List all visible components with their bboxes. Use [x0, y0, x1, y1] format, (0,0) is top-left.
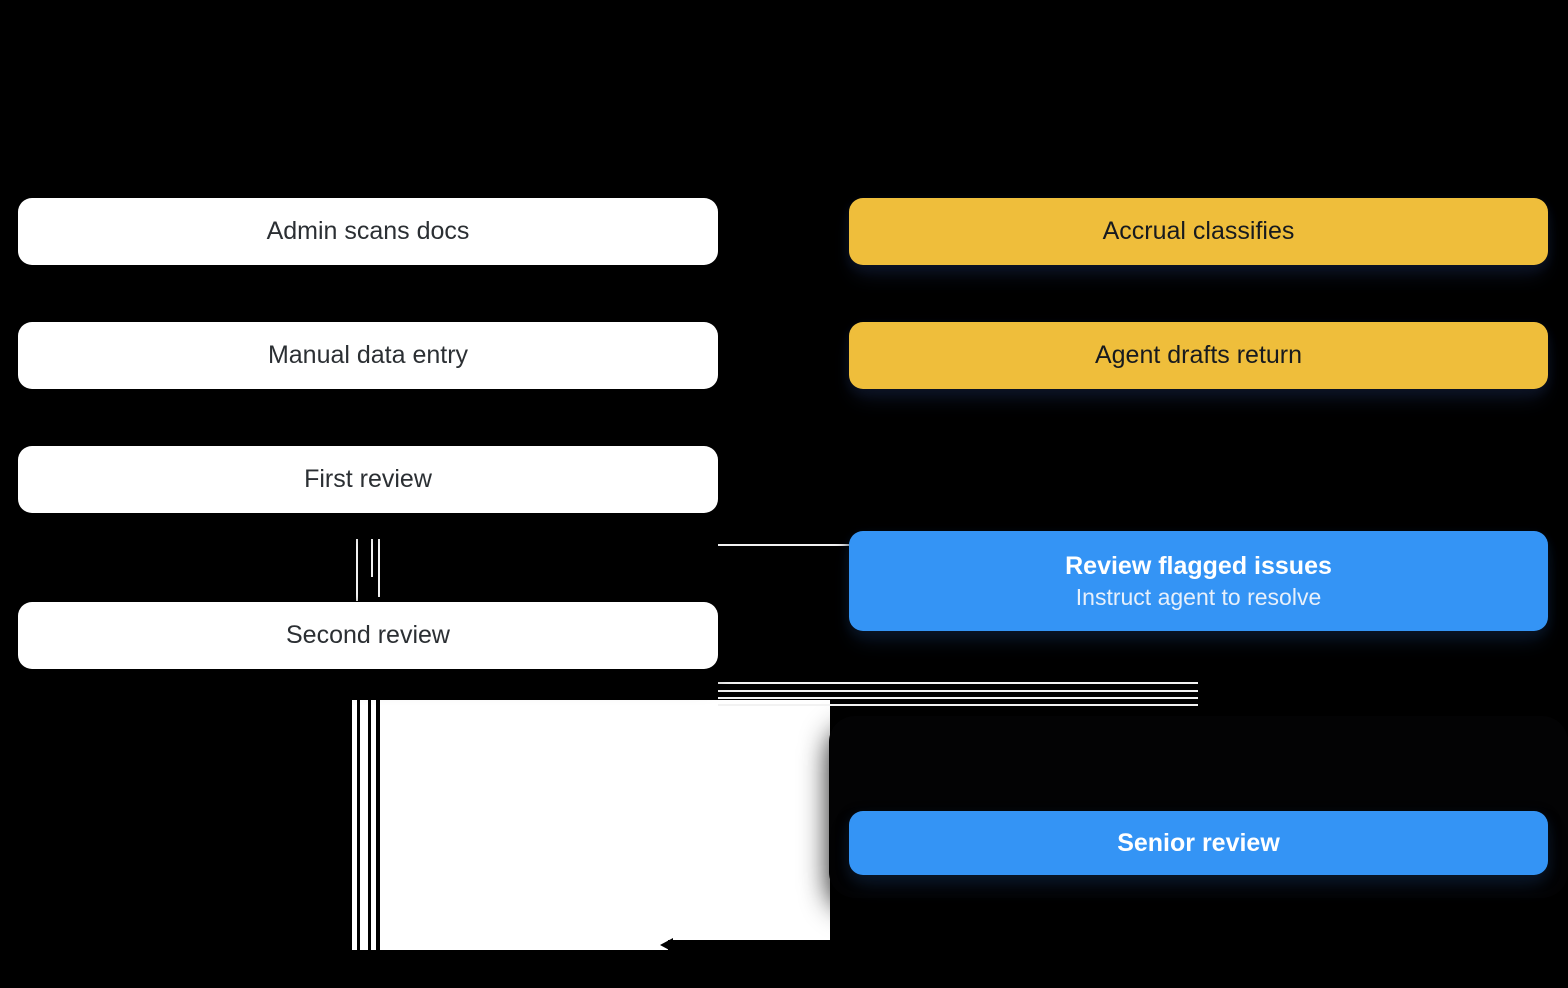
lower-left-white-field: [352, 700, 668, 950]
flow-node-agent-drafts-return[interactable]: Agent drafts return: [849, 322, 1548, 389]
flow-node-manual-data-entry[interactable]: Manual data entry: [18, 322, 718, 389]
connector-line-icon: [718, 682, 1198, 684]
flow-node-title: Senior review: [1117, 828, 1280, 857]
flow-node-accrual-classifies[interactable]: Accrual classifies: [849, 198, 1548, 265]
flow-node-review-flagged-issues[interactable]: Review flagged issues Instruct agent to …: [849, 531, 1548, 631]
connector-line-icon: [718, 697, 1198, 699]
flow-node-title: Review flagged issues: [1065, 551, 1332, 580]
connector-line-icon: [368, 950, 668, 954]
flow-node-title: Accrual classifies: [1102, 217, 1295, 246]
flow-node-title: Manual data entry: [267, 341, 469, 370]
flow-node-title: Agent drafts return: [1094, 341, 1303, 370]
connector-line-icon: [356, 539, 358, 601]
flow-node-second-review[interactable]: Second review: [18, 602, 718, 669]
flow-node-title: First review: [304, 465, 432, 494]
connector-line-icon: [371, 539, 373, 577]
connector-line-icon: [378, 539, 380, 597]
flow-node-subtitle: Instruct agent to resolve: [1075, 584, 1322, 611]
connector-line-icon: [718, 690, 1198, 692]
lower-left-white-field-2: [668, 700, 830, 940]
flow-node-title: Second review: [286, 621, 450, 650]
flow-node-senior-review[interactable]: Senior review: [849, 811, 1548, 875]
flow-node-admin-scans-docs[interactable]: Admin scans docs: [18, 198, 718, 265]
flow-node-title: Admin scans docs: [266, 217, 470, 246]
flow-node-first-review[interactable]: First review: [18, 446, 718, 513]
connector-line-icon: [718, 544, 852, 546]
